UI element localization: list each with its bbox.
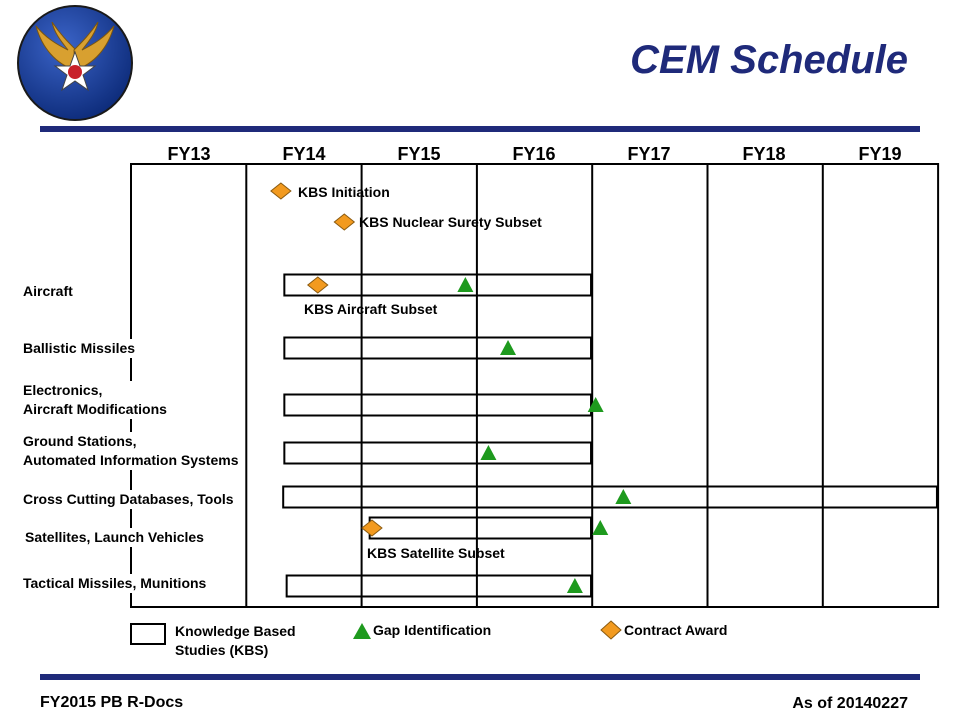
gap-identification-triangle <box>566 578 583 593</box>
gap-identification-triangle-icon <box>353 623 371 639</box>
row-label: Ground Stations, Automated Information S… <box>23 432 245 470</box>
gap-identification-triangle <box>615 489 632 504</box>
award-legend-label: Contract Award <box>624 622 728 638</box>
fy-header: FY17 <box>627 144 671 164</box>
fy-header: FY15 <box>397 144 441 164</box>
gap-identification-triangle <box>587 397 604 412</box>
footer-source: FY2015 PB R-Docs <box>40 694 184 711</box>
fy-header: FY13 <box>167 144 211 164</box>
kbs-initiation-label: KBS Initiation <box>298 184 390 200</box>
fy-header: FY14 <box>282 144 326 164</box>
row-label: Ballistic Missiles <box>23 339 142 358</box>
kbs-bar <box>368 516 593 540</box>
kbs-bar <box>283 273 593 297</box>
kbs-bar <box>282 485 938 509</box>
header-rule <box>40 126 920 132</box>
row-label: Electronics, Aircraft Modifications <box>23 381 173 419</box>
fy-header: FY16 <box>512 144 556 164</box>
fy-header: FY18 <box>742 144 786 164</box>
kbs-initiation-diamond <box>270 182 292 200</box>
footer-date: As of 20140227 <box>792 695 908 712</box>
kbs-bar <box>283 441 593 465</box>
kbs-nuclear-surety-label: KBS Nuclear Surety Subset <box>359 214 542 230</box>
gap-identification-triangle <box>457 277 474 292</box>
contract-award-diamond <box>361 519 383 537</box>
air-force-logo-icon <box>17 5 133 121</box>
row-label: Cross Cutting Databases, Tools <box>23 490 240 509</box>
page-title: CEM Schedule <box>630 38 908 82</box>
kbs-legend-label: Knowledge Based Studies (KBS) <box>175 623 296 658</box>
fy-header: FY19 <box>858 144 902 164</box>
kbs-bar <box>283 393 593 417</box>
gap-legend-label: Gap Identification <box>373 622 492 638</box>
contract-award-diamond <box>306 276 329 294</box>
contract-award-diamond-icon <box>600 620 622 640</box>
gap-identification-triangle <box>500 340 517 355</box>
kbs-bar <box>283 336 593 360</box>
kbs-bar <box>285 574 593 598</box>
footer-rule <box>40 674 920 680</box>
schedule-grid-frame <box>130 163 940 608</box>
kbs-satellite-subset-label: KBS Satellite Subset <box>367 545 505 561</box>
kbs-legend-box-icon <box>130 623 166 645</box>
kbs-aircraft-subset-label: KBS Aircraft Subset <box>304 301 438 317</box>
gap-identification-triangle <box>480 445 497 460</box>
gap-identification-triangle <box>592 520 609 535</box>
row-label: Satellites, Launch Vehicles <box>25 528 210 547</box>
row-label: Tactical Missiles, Munitions <box>23 574 213 593</box>
row-label: Aircraft <box>23 282 79 301</box>
kbs-nuclear-surety-diamond <box>333 213 356 231</box>
